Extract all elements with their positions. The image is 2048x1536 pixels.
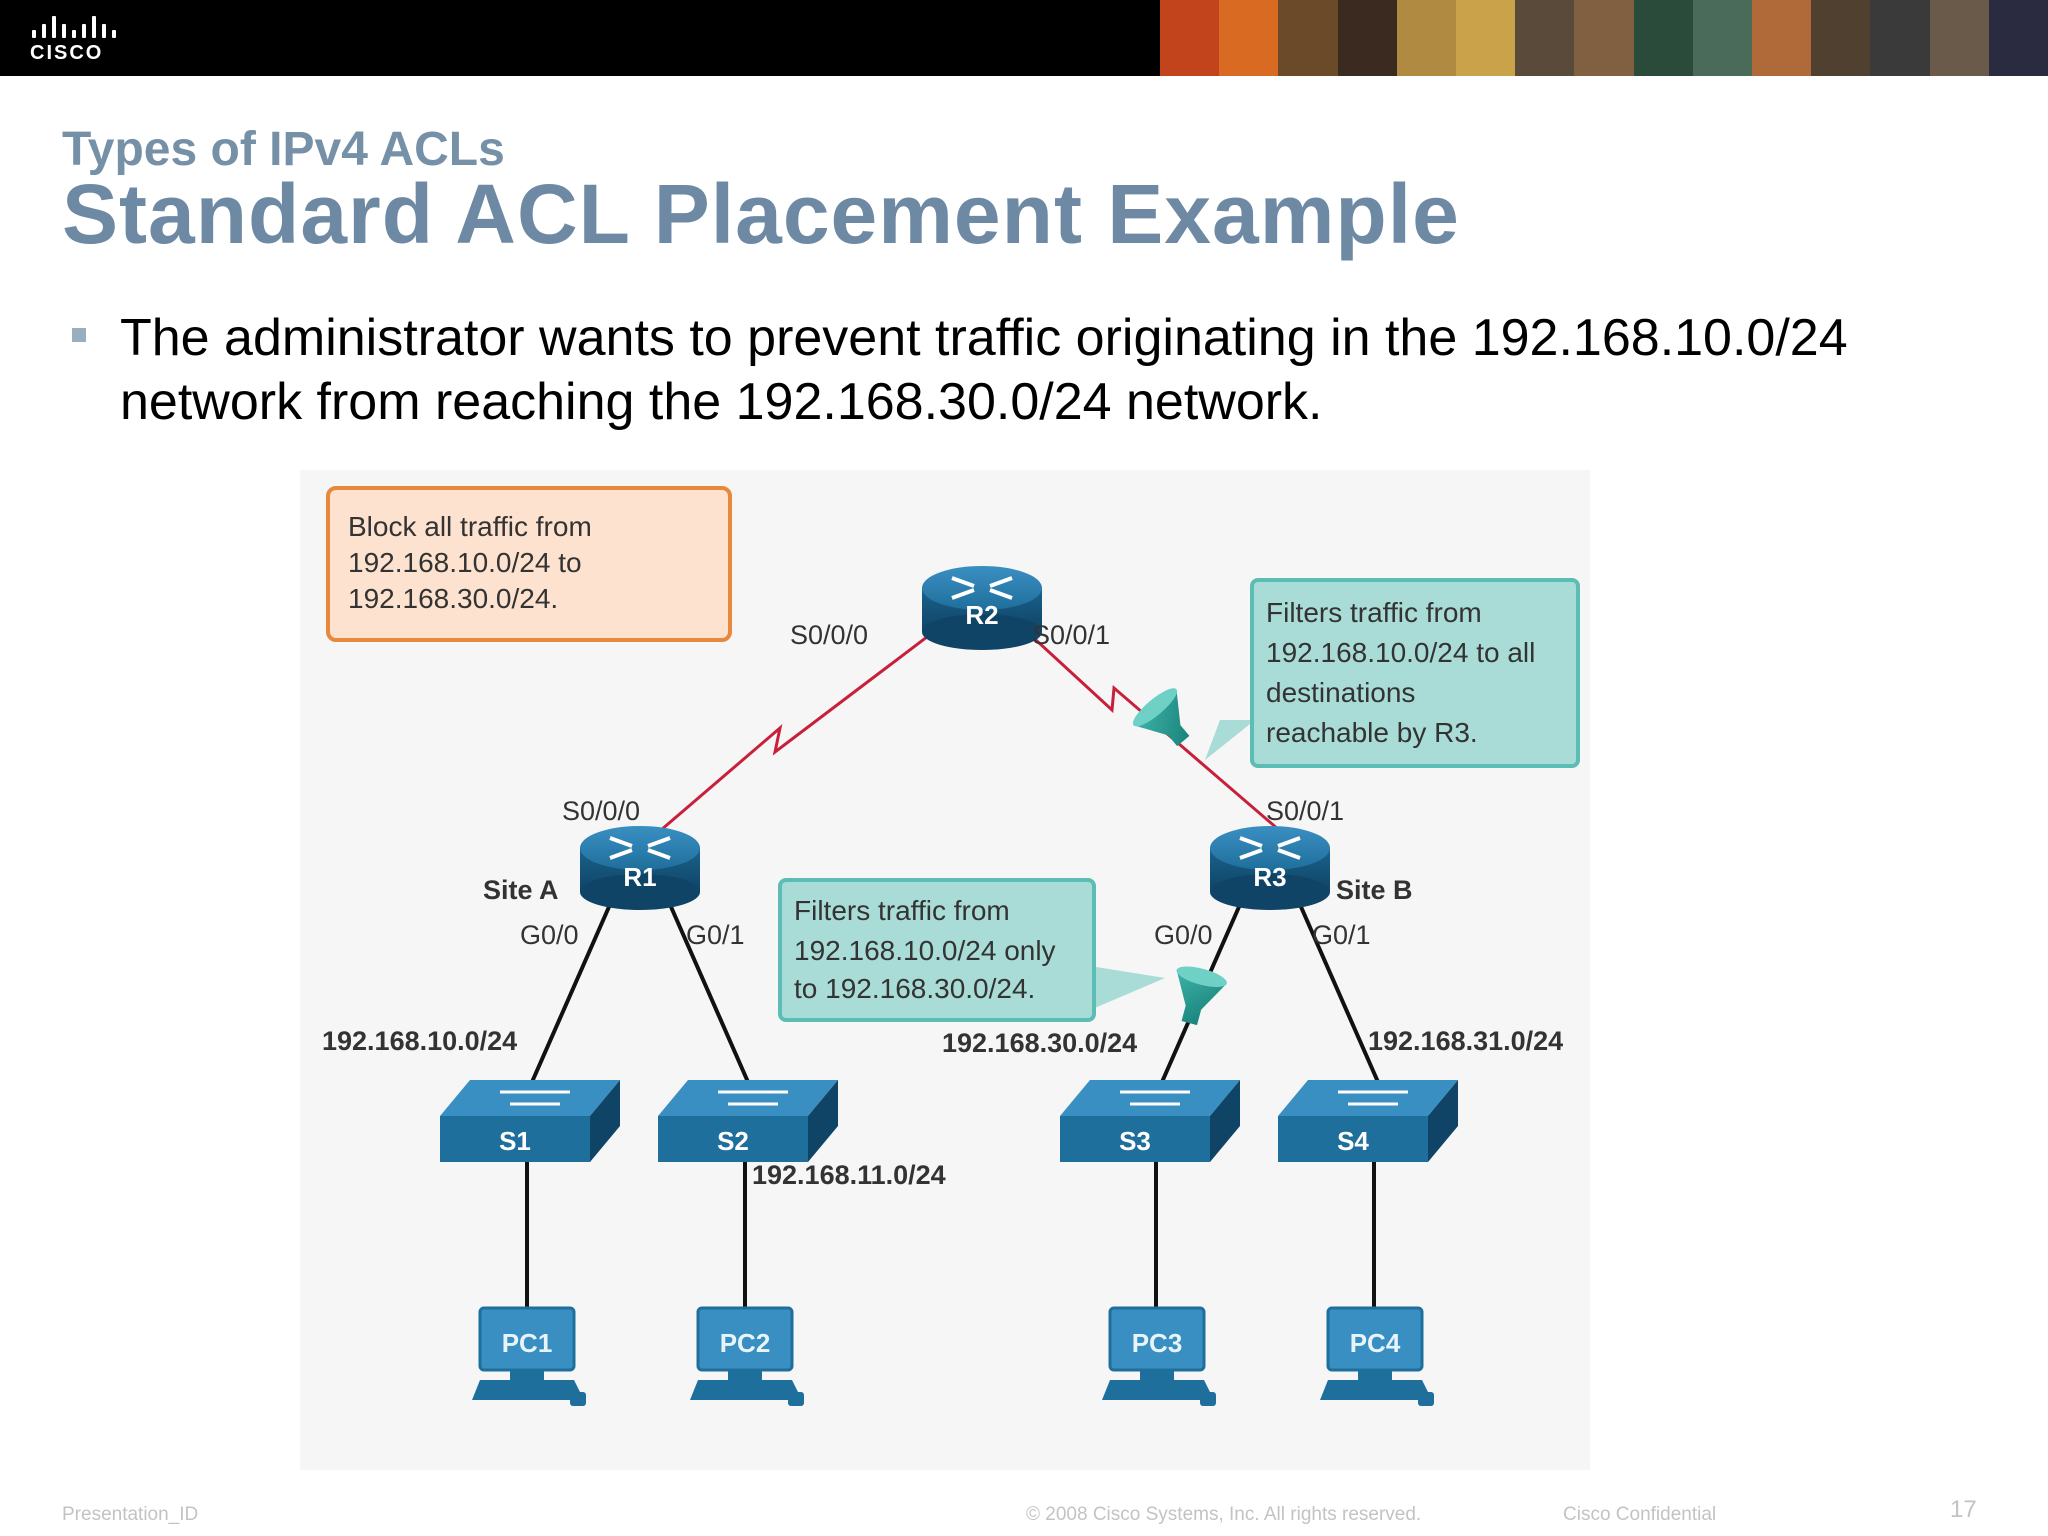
footer-presentation-id: Presentation_ID <box>62 1504 199 1525</box>
callout-block-line-1: Block all traffic from <box>348 511 592 542</box>
router-r2: R2 <box>922 566 1042 650</box>
interface-r3-g01: G0/1 <box>1312 920 1371 950</box>
banner-photo-tile <box>1692 0 1753 76</box>
photo-banner <box>1160 0 2048 76</box>
callout-r3-line-3: to 192.168.30.0/24. <box>794 973 1035 1004</box>
switch-arrows-icon <box>1338 1090 1408 1106</box>
banner-photo-tile <box>1811 0 1871 76</box>
serial-link-r1-r2 <box>639 616 953 850</box>
banner-photo-tile <box>1929 0 1989 76</box>
banner-photo-tile <box>1278 0 1338 76</box>
network-192-168-31: 192.168.31.0/24 <box>1368 1026 1563 1056</box>
callout-r3-line-2: 192.168.10.0/24 only <box>794 935 1056 966</box>
callout-r2-line-1: Filters traffic from <box>1266 597 1482 628</box>
serial-link-r2-r3 <box>1010 616 1301 850</box>
router-r3-label: R3 <box>1253 862 1286 892</box>
banner-photo-tile <box>1870 0 1930 76</box>
link-r1-s2 <box>666 899 750 1083</box>
slide-subtitle: Types of IPv4 ACLs <box>62 123 505 176</box>
footer-confidential: Cisco Confidential <box>1563 1504 1717 1525</box>
interface-r1-s000: S0/0/0 <box>562 796 640 826</box>
router-r1: R1 <box>580 826 700 910</box>
router-r1-label: R1 <box>623 862 656 892</box>
callout-r3-filter: Filters traffic from 192.168.10.0/24 onl… <box>778 878 1165 1022</box>
callout-block-line-2: 192.168.10.0/24 to <box>348 547 582 578</box>
callout-r2-filter: Filters traffic from 192.168.10.0/24 to … <box>1205 578 1580 768</box>
interface-r3-s001: S0/0/1 <box>1266 796 1344 826</box>
banner-photo-tile <box>1456 0 1516 76</box>
pc2-label: PC2 <box>720 1328 771 1358</box>
page-number: 17 <box>1950 1496 1977 1523</box>
switch-s3-label: S3 <box>1119 1126 1151 1156</box>
switch-s4: S4 <box>1278 1080 1458 1162</box>
banner-photo-tile <box>1396 0 1457 76</box>
logo-wordmark: CISCO <box>30 42 104 64</box>
link-r3-s4 <box>1296 899 1380 1083</box>
banner-photo-tile <box>1515 0 1575 76</box>
switch-s1: S1 <box>440 1080 620 1162</box>
switch-s1-label: S1 <box>499 1126 531 1156</box>
router-r3: R3 <box>1210 826 1330 910</box>
pc4-label: PC4 <box>1350 1328 1401 1358</box>
banner-photo-tile <box>1988 0 2048 76</box>
network-diagram: Block all traffic from 192.168.10.0/24 t… <box>300 470 1590 1470</box>
network-diagram-svg: Block all traffic from 192.168.10.0/24 t… <box>300 470 1590 1470</box>
network-192-168-11: 192.168.11.0/24 <box>752 1160 946 1190</box>
callout-r2-line-4: reachable by R3. <box>1266 717 1478 748</box>
acl-filter-funnel-r3-icon <box>1176 966 1227 1026</box>
callout-r2-line-2: 192.168.10.0/24 to all <box>1266 637 1535 668</box>
link-r1-s1 <box>530 899 614 1083</box>
pc-pc4: PC4 <box>1320 1306 1434 1406</box>
callout-block-line-3: 192.168.30.0/24. <box>348 583 558 614</box>
router-arrows-icon <box>1239 836 1301 860</box>
cisco-logo-bars-icon <box>32 14 118 38</box>
banner-photo-tile <box>1752 0 1812 76</box>
callout-r2-line-3: destinations <box>1266 677 1415 708</box>
interface-r1-g01: G0/1 <box>686 920 745 950</box>
banner-photo-tile <box>1574 0 1634 76</box>
site-a-label: Site A <box>483 875 559 905</box>
interface-r2-s001: S0/0/1 <box>1032 620 1110 650</box>
switch-arrows-icon <box>718 1090 788 1106</box>
bullet-marker-icon <box>72 328 86 342</box>
switch-arrows-icon <box>1120 1090 1190 1106</box>
footer-copyright: © 2008 Cisco Systems, Inc. All rights re… <box>1026 1504 1422 1525</box>
bullet-text: The administrator wants to prevent traff… <box>120 309 1848 431</box>
network-192-168-30: 192.168.30.0/24 <box>942 1028 1137 1058</box>
switch-arrows-icon <box>500 1090 570 1106</box>
slide-title: Standard ACL Placement Example <box>62 167 1460 261</box>
cisco-logo: CISCO <box>30 14 120 64</box>
switch-s2-label: S2 <box>717 1126 749 1156</box>
network-192-168-10: 192.168.10.0/24 <box>322 1026 517 1056</box>
switch-s3: S3 <box>1060 1080 1240 1162</box>
banner-photo-tile <box>1633 0 1693 76</box>
switch-s2: S2 <box>658 1080 838 1162</box>
site-b-label: Site B <box>1336 875 1413 905</box>
banner-photo-tile <box>1219 0 1279 76</box>
acl-filter-funnel-r2-icon <box>1132 688 1190 747</box>
router-r2-label: R2 <box>965 600 998 630</box>
pc-pc2: PC2 <box>690 1306 804 1406</box>
top-banner: CISCO <box>0 0 2048 76</box>
banner-photo-tile <box>1160 0 1220 76</box>
router-arrows-icon <box>609 836 671 860</box>
router-arrows-icon <box>951 576 1013 600</box>
pc-pc1: PC1 <box>472 1306 586 1406</box>
pc3-label: PC3 <box>1132 1328 1183 1358</box>
interface-r3-g00: G0/0 <box>1154 920 1213 950</box>
interface-r1-g00: G0/0 <box>520 920 579 950</box>
pc-pc3: PC3 <box>1102 1306 1216 1406</box>
callout-block-traffic: Block all traffic from 192.168.10.0/24 t… <box>326 486 732 642</box>
banner-photo-tile <box>1337 0 1397 76</box>
interface-r2-s000: S0/0/0 <box>790 620 868 650</box>
pc1-label: PC1 <box>502 1328 553 1358</box>
callout-r3-line-1: Filters traffic from <box>794 895 1010 926</box>
switch-s4-label: S4 <box>1337 1126 1369 1156</box>
